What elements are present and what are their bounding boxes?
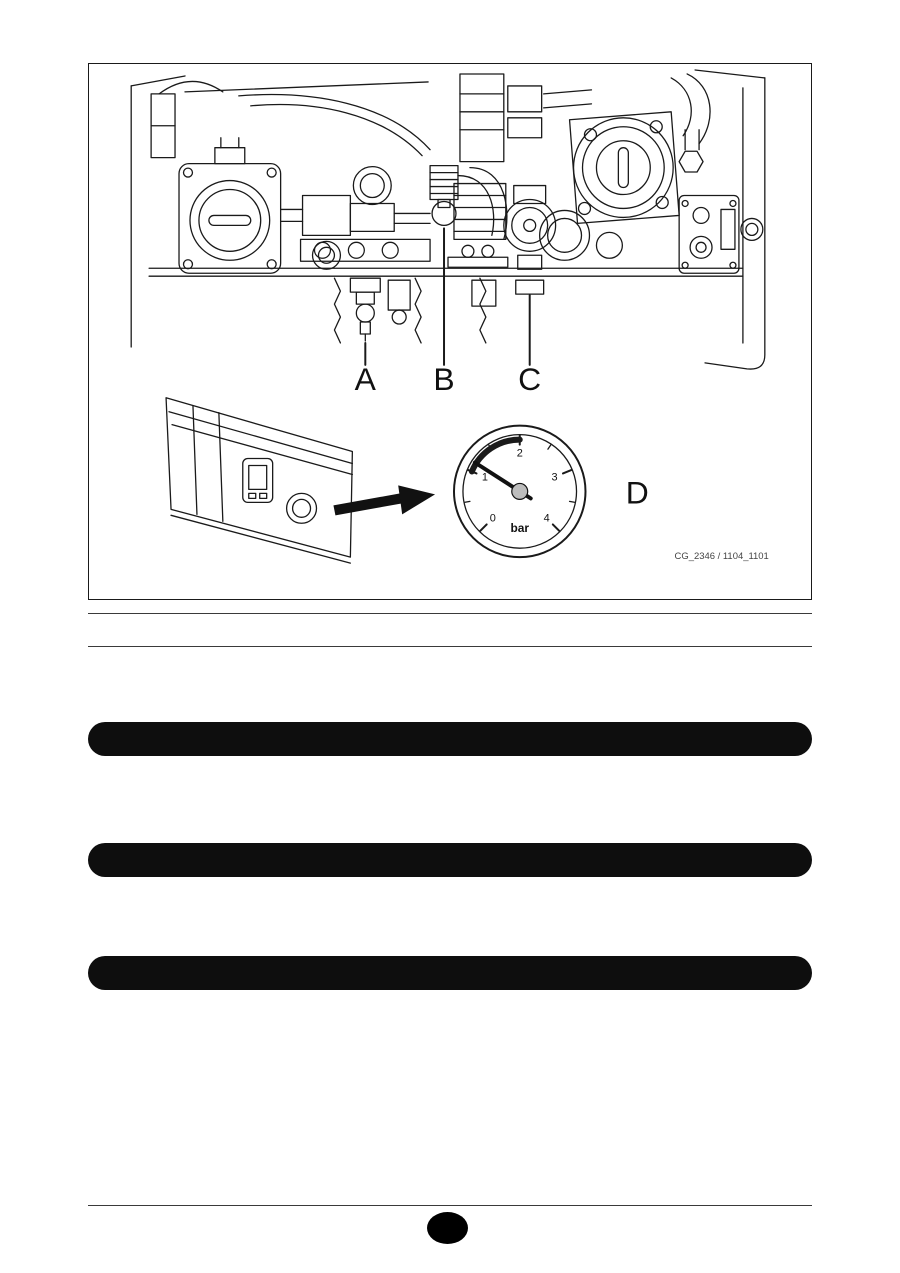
pressure-gauge: 0 1 2 3 4 bar: [452, 424, 587, 559]
three-way-valve: [503, 184, 624, 270]
gauge-tick-0: 0: [490, 512, 496, 524]
control-panel: [165, 397, 354, 564]
top-pipework: [238, 73, 711, 163]
cabinet-outline: [130, 69, 766, 370]
label-d: D: [626, 474, 649, 510]
horizontal-rule: [88, 613, 812, 614]
page-number-dot: [427, 1212, 468, 1244]
bottom-fittings: [333, 277, 545, 344]
gauge-unit-label: bar: [510, 521, 529, 535]
gauge-tick-1: 1: [482, 471, 488, 483]
label-a: A: [355, 361, 377, 397]
label-b: B: [433, 361, 454, 397]
gas-valve: [678, 129, 764, 274]
label-c: C: [518, 361, 541, 397]
pointer-arrow: [333, 485, 436, 516]
gauge-tick-2: 2: [517, 448, 523, 460]
hydraulic-block: [299, 164, 509, 270]
footer-rule: [88, 1205, 812, 1206]
redacted-heading-bar: [88, 956, 812, 990]
boiler-figure: 0 1 2 3 4 bar A B C D CG_2346 / 1104_110…: [130, 69, 769, 564]
callout-labels: A B C D: [355, 361, 649, 511]
pump-assembly: [178, 137, 304, 274]
figure-caption: CG_2346 / 1104_1101: [675, 551, 769, 562]
panel-display: [242, 457, 274, 504]
figure-frame: 0 1 2 3 4 bar A B C D CG_2346 / 1104_110…: [88, 63, 812, 600]
redacted-heading-bar: [88, 722, 812, 756]
leader-lines: [364, 227, 531, 366]
gauge-tick-3: 3: [552, 471, 558, 483]
pressure-gauge-location: [285, 492, 318, 524]
gauge-hub: [511, 482, 529, 500]
horizontal-rule: [88, 646, 812, 647]
gauge-tick-4: 4: [544, 512, 550, 524]
fan-assembly: [568, 111, 680, 225]
redacted-heading-bar: [88, 843, 812, 877]
